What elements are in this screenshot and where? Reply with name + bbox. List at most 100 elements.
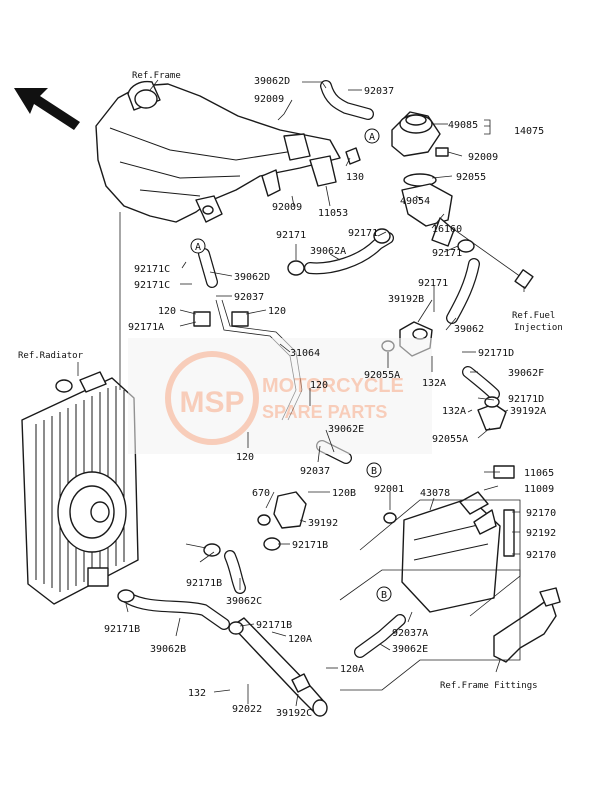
part-label: 39192A — [510, 406, 546, 417]
part-label: 120 — [310, 380, 328, 391]
part-label: 92037 — [364, 86, 394, 97]
hose-39062B — [117, 589, 230, 630]
group-box-hose — [339, 569, 521, 691]
svg-text:A: A — [195, 242, 201, 253]
part-label: 92171C — [134, 264, 170, 275]
ref-fuel-label: Ref.Fuel — [512, 311, 555, 321]
part-label: 92055A — [364, 370, 400, 381]
part-label: 39192B — [388, 294, 424, 305]
hose-39062F — [462, 366, 500, 400]
part-label: 39062C — [226, 596, 262, 607]
svg-text:B: B — [371, 466, 377, 477]
part-labels: 39062D 92037 92009 49085 14075 92009 130… — [104, 76, 556, 719]
part-label: 92171 — [418, 278, 448, 289]
part-label: 92171C — [134, 280, 170, 291]
part-label: 92170 — [526, 508, 556, 519]
part-label: 11065 — [524, 468, 554, 479]
part-label: 120A — [340, 664, 364, 675]
part-label: 92055 — [456, 172, 486, 183]
watermark: MSP MOTORCYCLE SPARE PARTS — [128, 338, 432, 454]
part-label: 92037 — [234, 292, 264, 303]
part-label: 92171B — [186, 578, 222, 589]
pipe-39192C — [228, 617, 328, 717]
part-label: 132 — [188, 688, 206, 699]
ref-frame-label: Ref.Frame — [132, 71, 181, 81]
part-label: 92171D — [508, 394, 544, 405]
part-label: 92009 — [254, 94, 284, 105]
part-label: 92171 — [432, 248, 462, 259]
part-label: 132A — [442, 406, 466, 417]
part-label: 92171B — [104, 624, 140, 635]
part-label: 92171A — [128, 322, 164, 333]
tank-bracket — [493, 587, 561, 663]
part-label: 14075 — [514, 126, 544, 137]
hose-39062C — [203, 543, 246, 594]
part-label: 670 — [252, 488, 270, 499]
fitting-39192 — [257, 491, 307, 551]
reserve-tank-assembly — [383, 465, 515, 613]
ref-injection-label: Injection — [514, 323, 563, 333]
part-label: 39062E — [392, 644, 428, 655]
part-label: 92171D — [478, 348, 514, 359]
part-label: 132A — [422, 378, 446, 389]
part-label: 92022 — [232, 704, 262, 715]
part-label: 92009 — [468, 152, 498, 163]
part-label: 120B — [332, 488, 356, 499]
frame-assembly — [95, 80, 361, 223]
part-label: 11053 — [318, 208, 348, 219]
part-label: 92037 — [300, 466, 330, 477]
part-label: 39062F — [508, 368, 544, 379]
hose-39062E-low — [354, 614, 406, 658]
part-label: 92001 — [374, 484, 404, 495]
hose-39062D-top — [320, 80, 374, 120]
part-label: 39062D — [254, 76, 290, 87]
radiator-assembly — [21, 371, 139, 605]
part-label: 31064 — [290, 348, 320, 359]
part-label: 120 — [268, 306, 286, 317]
part-label: 92170 — [526, 550, 556, 561]
hose-39062D-mid — [198, 248, 218, 288]
fitting-39192A — [477, 396, 507, 431]
part-label: 49085 — [448, 120, 478, 131]
part-label: 92192 — [526, 528, 556, 539]
part-label: 39062A — [310, 246, 346, 257]
svg-text:B: B — [381, 590, 387, 601]
group-box-reserve-tank — [359, 499, 521, 617]
part-label: 92171 — [348, 228, 378, 239]
temperature-sensor — [451, 227, 534, 289]
part-label: 120 — [236, 452, 254, 463]
svg-text:A: A — [369, 132, 375, 143]
part-label: 39062D — [234, 272, 270, 283]
watermark-logo: MSP — [179, 386, 244, 419]
callout-a-top: A — [364, 128, 380, 144]
callout-b-mid: B — [366, 462, 382, 478]
ref-frame-fittings-label: Ref.Frame Fittings — [440, 681, 538, 691]
part-label: 16160 — [432, 224, 462, 235]
part-label: 92037A — [392, 628, 428, 639]
hose-39062A — [287, 228, 394, 276]
callout-b-low: B — [376, 586, 392, 602]
watermark-line2: SPARE PARTS — [262, 402, 387, 422]
part-label: 92171 — [276, 230, 306, 241]
part-label: 120 — [158, 306, 176, 317]
leader-lines — [77, 79, 525, 707]
part-label: 39192 — [308, 518, 338, 529]
part-label: 39192C — [276, 708, 312, 719]
ref-radiator-label: Ref.Radiator — [18, 351, 84, 361]
part-label: 120A — [288, 634, 312, 645]
callout-a-mid: A — [190, 238, 206, 254]
part-label: 39062 — [454, 324, 484, 335]
front-direction-arrow — [14, 88, 80, 130]
part-label: 92055A — [432, 434, 468, 445]
part-label: 39062E — [328, 424, 364, 435]
hose-39062 — [446, 239, 480, 324]
part-label: 49054 — [400, 196, 430, 207]
part-label: 92009 — [272, 202, 302, 213]
part-label: 43078 — [420, 488, 450, 499]
part-label: 130 — [346, 172, 364, 183]
part-label: 11009 — [524, 484, 554, 495]
watermark-line1: MOTORCYCLE — [262, 375, 404, 397]
part-label: 92171B — [292, 540, 328, 551]
part-label: 39062B — [150, 644, 186, 655]
